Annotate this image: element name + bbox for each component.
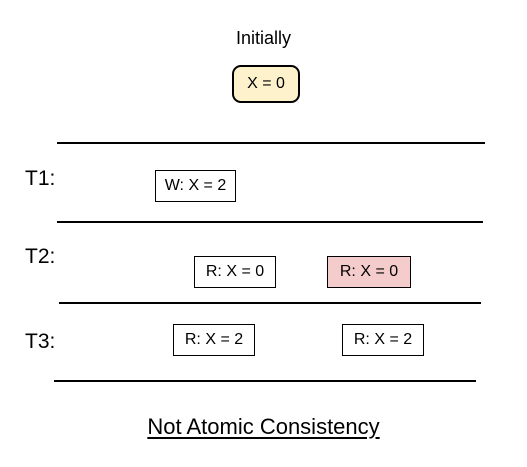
divider-top — [57, 142, 485, 144]
initial-state-box: X = 0 — [232, 65, 300, 103]
t2-op-1: R: X = 0 — [194, 256, 276, 288]
divider-t2-t3 — [59, 302, 481, 304]
t3-op-1: R: X = 2 — [173, 324, 255, 356]
t1-op-1: W: X = 2 — [155, 170, 236, 202]
t2-op-2-highlighted: R: X = 0 — [327, 256, 411, 288]
t2-op-2-text: R: X = 0 — [339, 263, 399, 280]
initial-state-value: X = 0 — [247, 75, 285, 92]
diagram-caption: Not Atomic Consistency — [147, 414, 380, 439]
divider-t1-t2 — [57, 221, 483, 223]
t2-op-1-text: R: X = 0 — [205, 263, 265, 280]
row-label-t3: T3: — [25, 330, 56, 353]
t3-op-1-text: R: X = 2 — [184, 331, 244, 348]
row-label-t1: T1: — [25, 167, 56, 190]
divider-bottom — [54, 380, 476, 382]
t3-op-2: R: X = 2 — [342, 324, 424, 356]
row-label-t2: T2: — [25, 245, 56, 268]
initially-label: Initially — [235, 28, 292, 48]
t1-op-1-text: W: X = 2 — [164, 177, 227, 194]
t3-op-2-text: R: X = 2 — [353, 331, 413, 348]
